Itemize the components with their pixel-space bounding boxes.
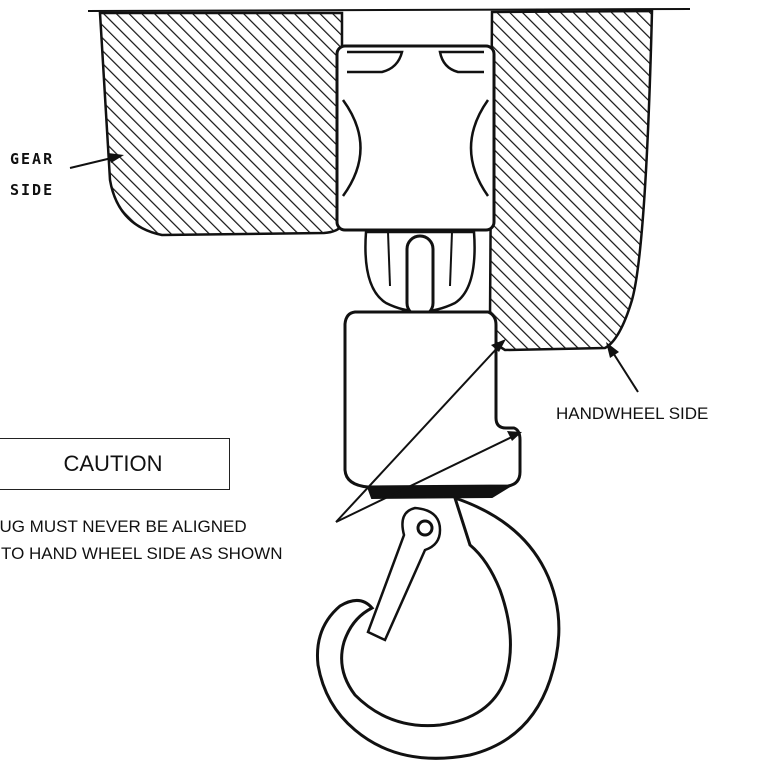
- handwheel-side-housing: [488, 9, 654, 352]
- handwheel-side-leader: [609, 347, 639, 393]
- upper-block: [335, 44, 496, 232]
- upper-block-arc-left: [341, 99, 362, 197]
- caution-note-line2: TO HAND WHEEL SIDE AS SHOWN: [1, 544, 283, 563]
- top-edge-line: [87, 8, 691, 12]
- note-arrowhead-lower: [507, 431, 522, 441]
- hook-latch: [366, 506, 442, 642]
- gear-side-label-line2: SIDE: [10, 181, 55, 199]
- note-arrowhead-upper: [491, 339, 506, 352]
- gear-side-arrowhead: [108, 153, 124, 163]
- handwheel-side-label: HANDWHEEL SIDE: [556, 404, 709, 423]
- caution-label: CAUTION: [63, 451, 163, 476]
- hook: [315, 495, 561, 760]
- latch-pivot: [416, 519, 434, 537]
- lower-hook-block: [343, 310, 522, 489]
- swivel-shaft: [405, 234, 435, 318]
- caution-note-line1: LUG MUST NEVER BE ALIGNED: [0, 517, 247, 536]
- upper-block-arc-right: [469, 99, 490, 197]
- gear-side-label-line1: GEAR: [10, 150, 55, 168]
- yoke-inner-line-right: [449, 231, 453, 287]
- gear-side-housing: [98, 11, 344, 237]
- note-leader-upper: [335, 344, 501, 523]
- caution-box: CAUTION: [0, 438, 230, 490]
- upper-block-notch-left: [347, 50, 404, 74]
- yoke-inner-line-left: [387, 231, 391, 287]
- handwheel-side-arrowhead: [606, 342, 619, 358]
- upper-block-notch-right: [438, 50, 484, 74]
- note-leader-lower: [335, 433, 519, 523]
